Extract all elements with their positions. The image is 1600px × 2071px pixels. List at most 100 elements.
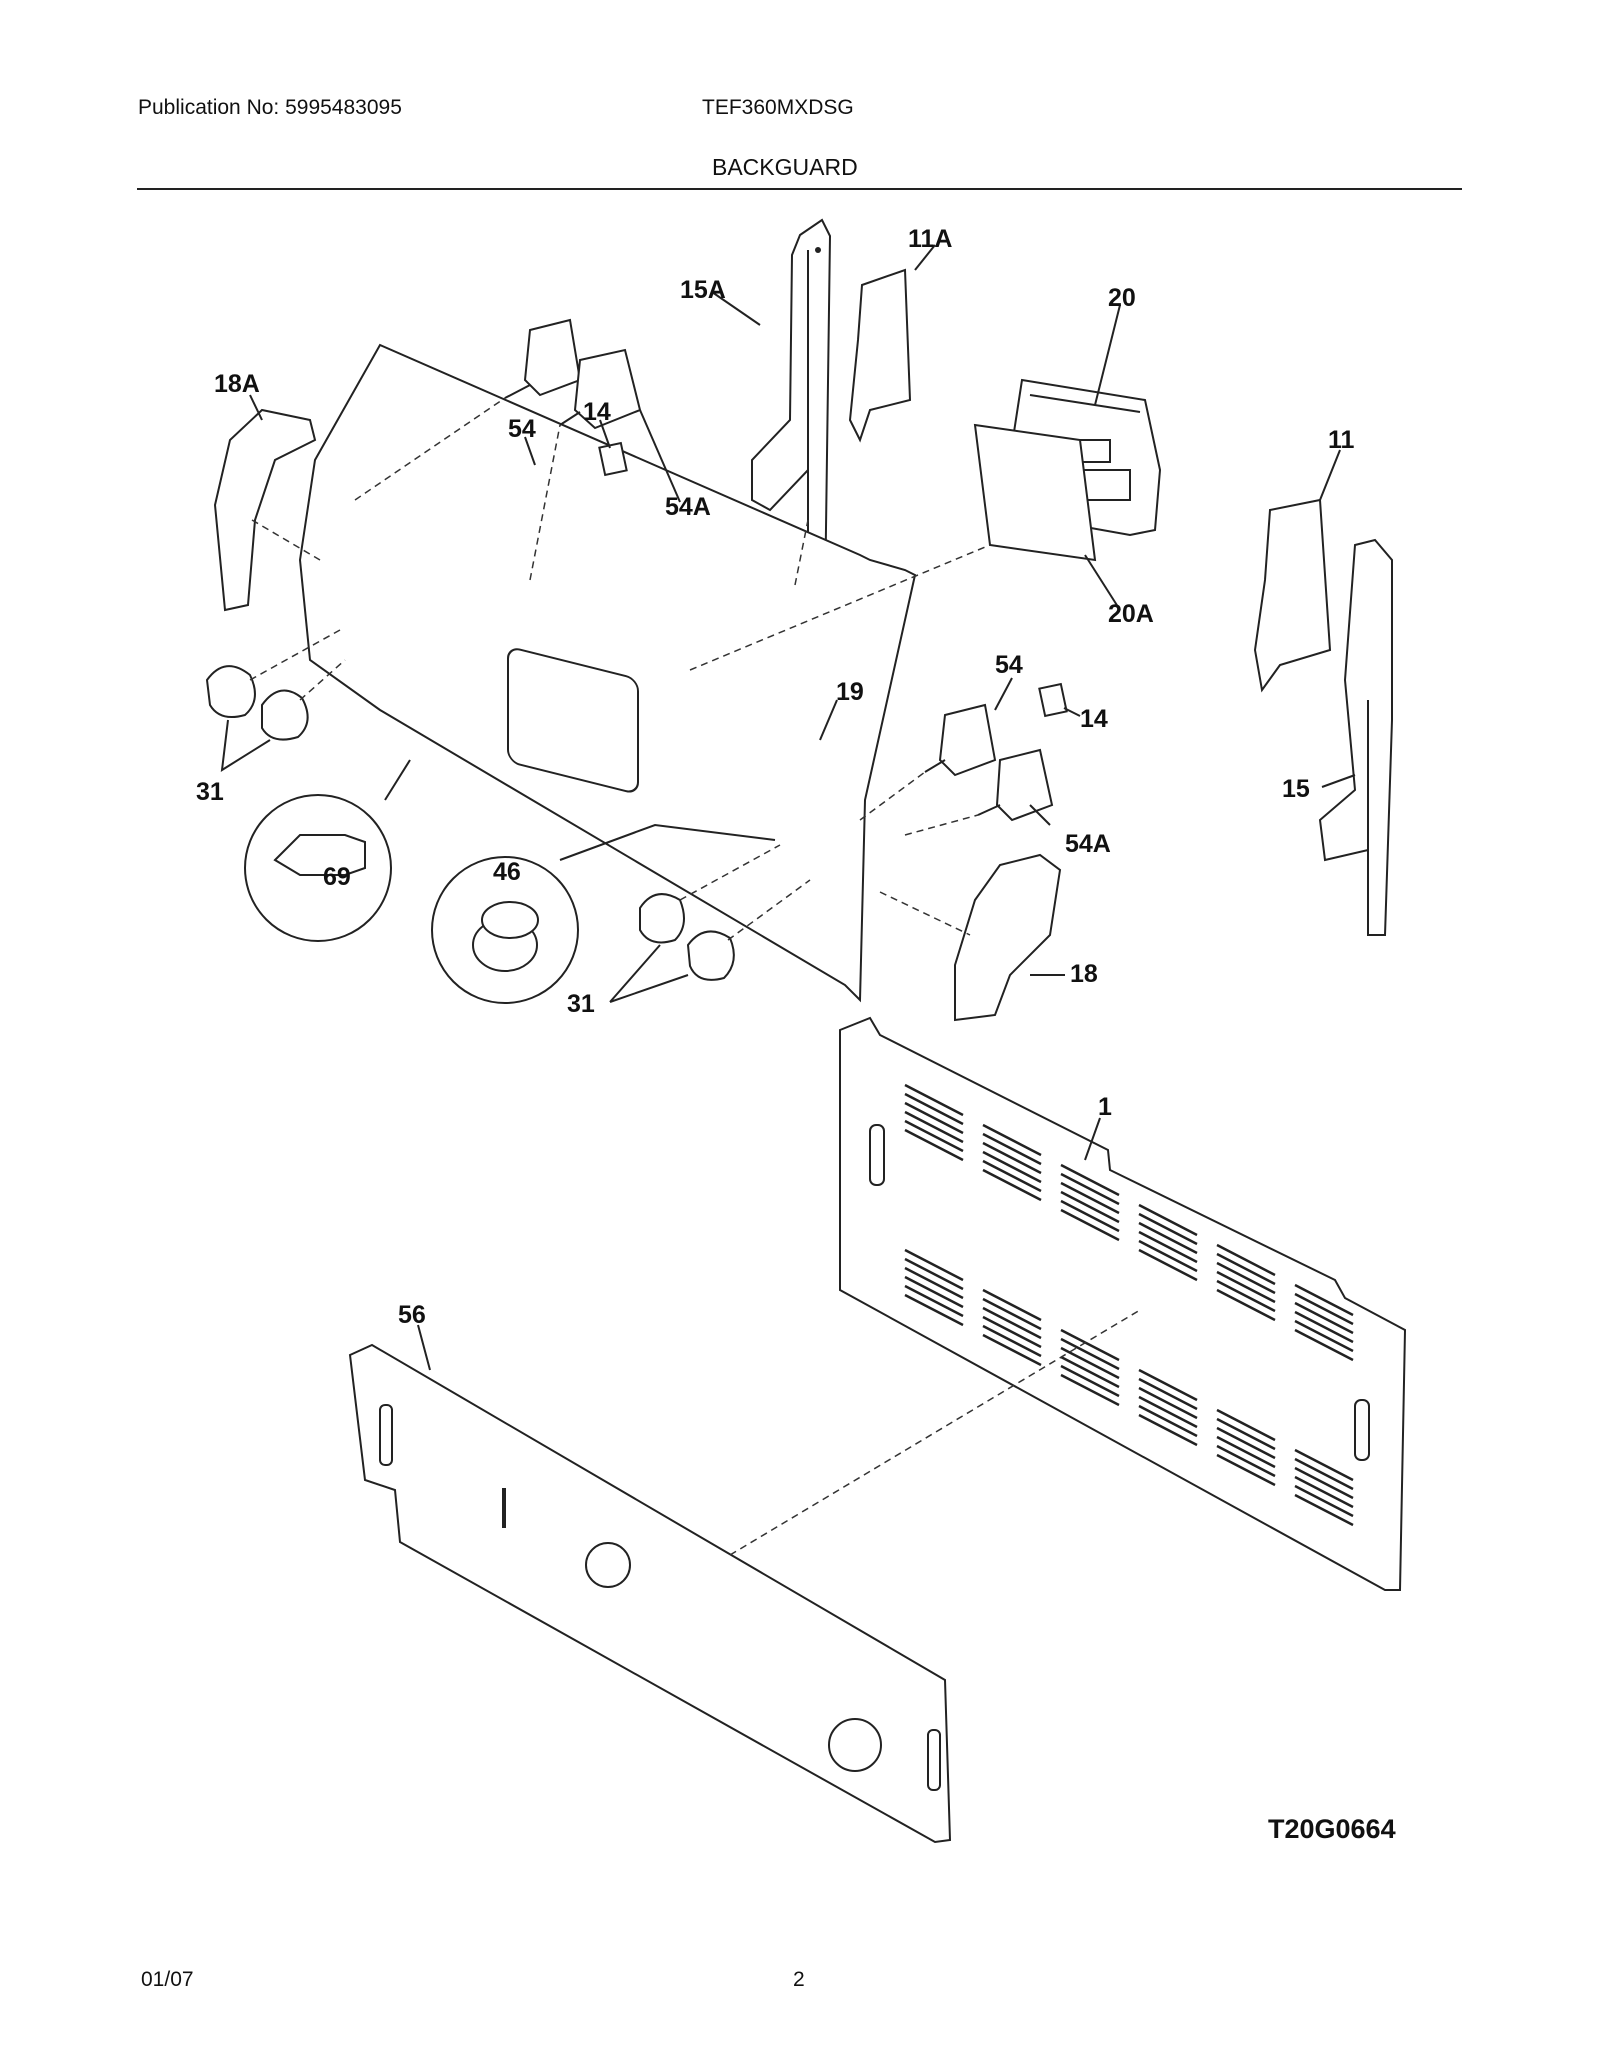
vent-slot [904,1092,964,1126]
callout-1: 1 [1098,1093,1112,1121]
vent-slot [1294,1283,1354,1317]
vent-slot [904,1110,964,1144]
part-18-end-cap [954,853,1062,1022]
vent-slot [1216,1288,1276,1322]
vent-slot [1216,1435,1276,1469]
vent-slot [1216,1453,1276,1487]
header-rule [137,188,1462,190]
vent-slot [1138,1413,1198,1447]
vent-slot [1060,1364,1120,1398]
callout-15: 15 [1282,775,1310,803]
callout-20A: 20A [1108,600,1154,628]
vent-slot [1060,1328,1120,1362]
vent-slot [982,1306,1042,1340]
vent-slot [982,1324,1042,1358]
vent-slot [904,1266,964,1300]
vent-slot [1216,1279,1276,1313]
vent-slot [1060,1181,1120,1215]
callout-69: 69 [323,863,351,891]
vent-slot [982,1297,1042,1331]
part-54A-switch-mid [977,748,1054,822]
vent-slot [982,1132,1042,1166]
vent-slot [1060,1163,1120,1197]
callout-46: 46 [493,858,521,886]
vent-slot [1216,1417,1276,1451]
part-14-switch-mid [1038,682,1068,718]
vent-slots [904,1083,1354,1527]
part-54A-switch-top [559,348,642,430]
vent-slot [1216,1252,1276,1286]
vent-slot [1060,1199,1120,1233]
vent-slot [982,1168,1042,1202]
part-56-lower-panel [348,1343,952,1844]
vent-slot [1138,1368,1198,1402]
vent-slot [1216,1408,1276,1442]
vent-slot [904,1275,964,1309]
vent-slot [904,1083,964,1117]
callout-11A: 11A [908,225,952,253]
part-31-knobs-right [609,893,735,1003]
diagram-code: T20G0664 [1268,1814,1396,1844]
vent-slot [904,1293,964,1327]
vent-slot [1294,1448,1354,1482]
vent-slot [1138,1203,1198,1237]
vent-slot [1060,1355,1120,1389]
part-54-switch-top [504,318,582,399]
part-1-rear-panel [839,1016,1407,1591]
vent-slot [1138,1221,1198,1255]
callout-20: 20 [1108,284,1136,312]
part-46-button-detail [431,823,776,1004]
vent-slot [1294,1301,1354,1335]
section-title: BACKGUARD [712,154,858,180]
callout-18: 18 [1070,960,1098,988]
vent-slot [1138,1239,1198,1273]
vent-slot [1216,1270,1276,1304]
callout-54A-top: 54A [665,493,711,521]
vent-slot [1060,1172,1120,1206]
vent-slot [904,1284,964,1318]
vent-slot [1216,1426,1276,1460]
vent-slot [1060,1337,1120,1371]
callout-14-top: 14 [583,398,611,426]
vent-slot [1138,1386,1198,1420]
part-31-knobs-left [205,665,309,772]
part-14-switch-top [598,441,628,477]
vent-slot [1216,1243,1276,1277]
vent-slot [904,1128,964,1162]
vent-slot [982,1315,1042,1349]
alignment-lines [249,397,1141,1556]
vent-slot [904,1101,964,1135]
callout-54A-mid: 54A [1065,830,1111,858]
vent-slot [1138,1248,1198,1282]
vent-slot [1294,1466,1354,1500]
vent-slot [1060,1346,1120,1380]
callout-11: 11 [1328,426,1355,454]
vent-slot [1138,1404,1198,1438]
vent-slot [1060,1373,1120,1407]
part-54-switch-mid [924,703,997,777]
vent-slot [904,1257,964,1291]
callout-18A: 18A [214,370,260,398]
callout-54-top: 54 [508,415,536,443]
part-11A-insulation [848,268,912,443]
publication-number: Publication No: 5995483095 [138,96,402,119]
callout-56: 56 [398,1301,426,1329]
vent-slot [1138,1212,1198,1246]
vent-slot [1060,1190,1120,1224]
vent-slot [1294,1292,1354,1326]
vent-slot [1138,1395,1198,1429]
page-number: 2 [793,1968,805,1991]
part-69-screw-detail [244,759,411,942]
footer-date: 01/07 [141,1968,194,1991]
vent-slot [1138,1230,1198,1264]
callout-19: 19 [836,678,864,706]
vent-slot [1060,1208,1120,1242]
vent-slot [904,1119,964,1153]
vent-slot [982,1288,1042,1322]
part-11-insulation [1253,498,1332,693]
callout-31-right: 31 [567,990,595,1018]
callout-31-left: 31 [196,778,224,806]
part-18A-end-cap [213,408,317,612]
vent-slot [982,1123,1042,1157]
